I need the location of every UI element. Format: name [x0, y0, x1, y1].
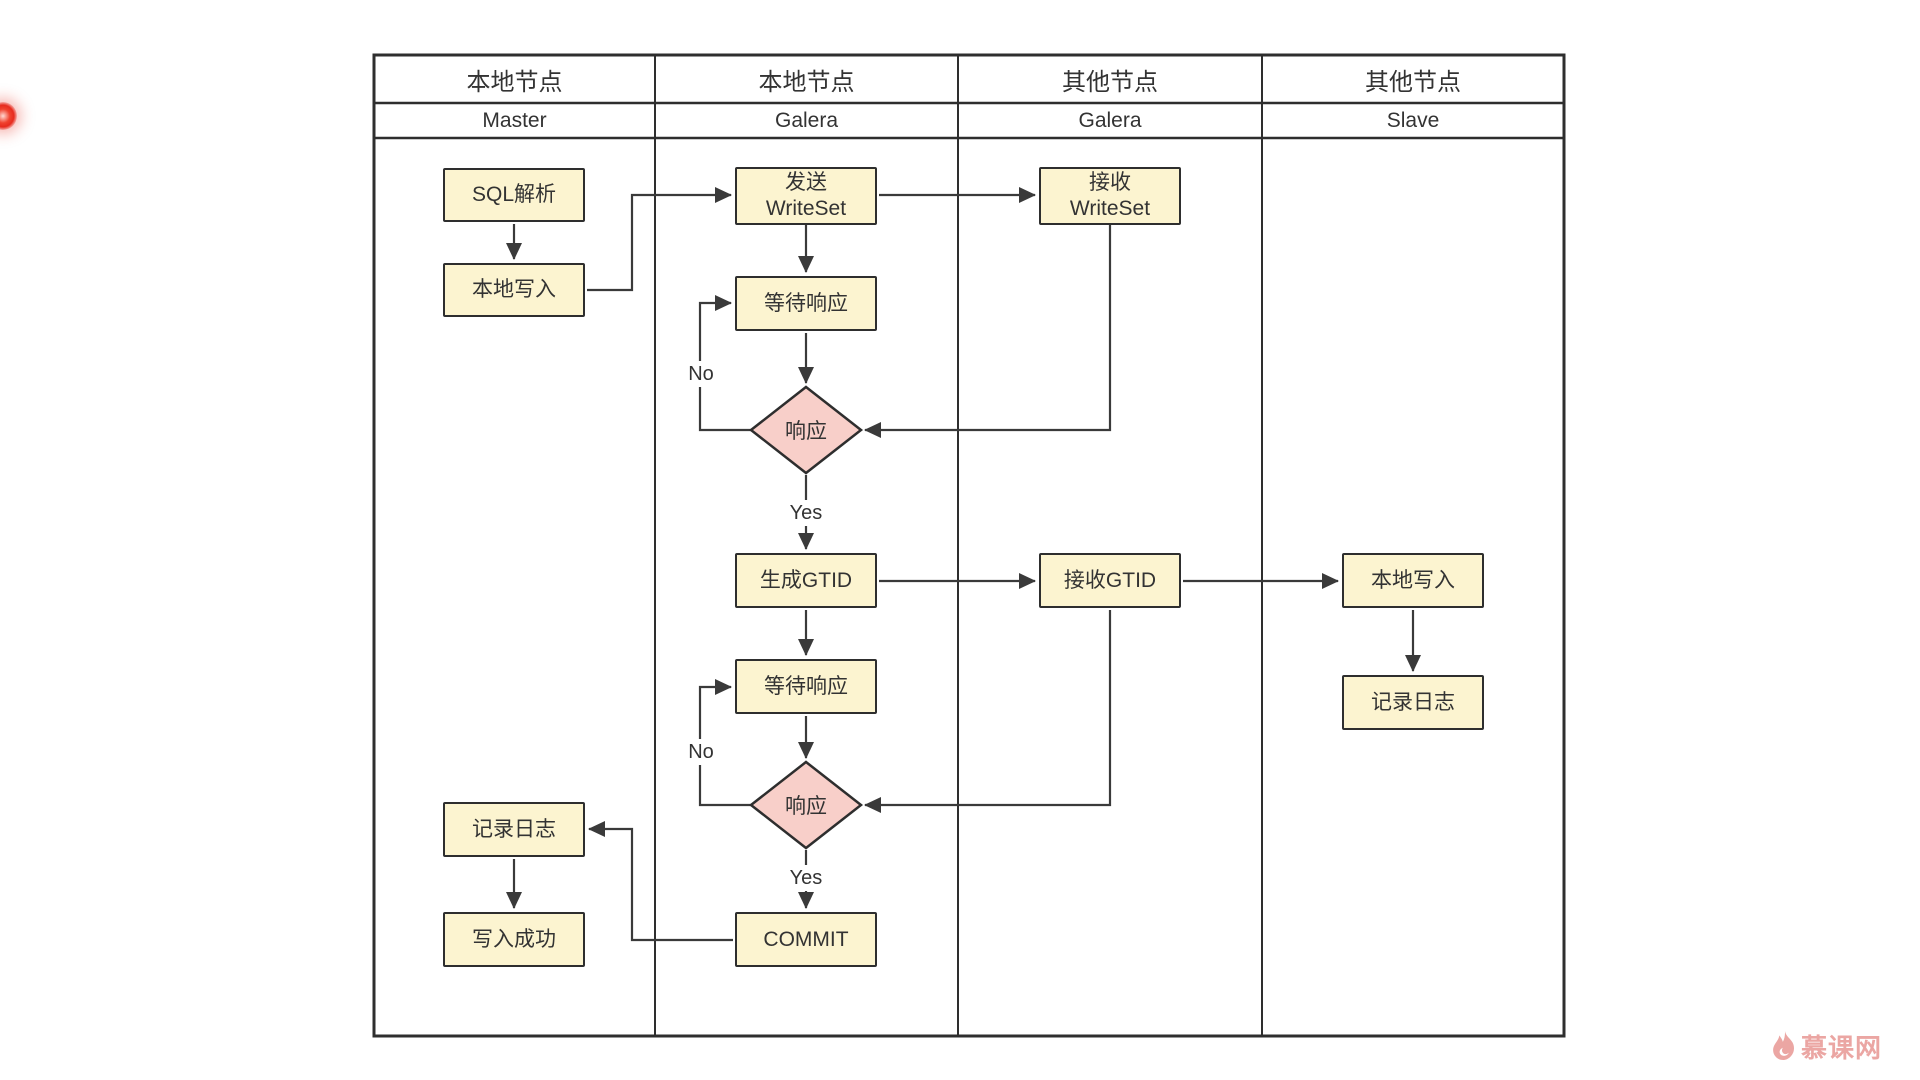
flame-icon	[1773, 1030, 1794, 1060]
watermark-text: 慕课网	[1801, 1032, 1883, 1063]
node-commit: COMMIT	[735, 912, 877, 967]
red-alert-dot	[0, 102, 17, 130]
watermark: 慕课网	[1770, 1028, 1882, 1064]
lane-name-galera-other: Galera	[1078, 108, 1142, 132]
node-local-write-master: 本地写入	[443, 263, 585, 317]
decision-shapes	[748, 385, 864, 850]
edge-localwrite-to-sendwriteset	[587, 187, 732, 292]
swimlane-grid	[372, 53, 1566, 1038]
lane-name-galera-local: Galera	[774, 108, 839, 132]
node-log-master: 记录日志	[443, 802, 585, 857]
lane-group-header-1: 本地节点	[466, 68, 563, 96]
decision-response-2-shape	[748, 760, 864, 850]
node-send-writeset: 发送 WriteSet	[735, 167, 877, 225]
edge-recvgtid-to-response2	[864, 610, 1112, 813]
node-recv-writeset: 接收 WriteSet	[1039, 167, 1181, 225]
node-write-success: 写入成功	[443, 912, 585, 967]
connectors	[506, 187, 1421, 942]
node-sql-parse: SQL解析	[443, 168, 585, 222]
lane-name-master: Master	[482, 108, 547, 132]
edge-label-yes-1: Yes	[784, 500, 828, 526]
node-response-2-label: 响应	[785, 795, 827, 818]
edge-label-yes-2: Yes	[784, 865, 828, 891]
node-wait-response-2: 等待响应	[735, 659, 877, 714]
lane-name-slave: Slave	[1386, 108, 1440, 132]
decision-response-1-shape	[748, 385, 864, 475]
node-response-1-label: 响应	[785, 420, 827, 443]
edge-commit-to-log-master	[588, 821, 733, 942]
node-wait-response-1: 等待响应	[735, 276, 877, 331]
edge-label-no-1: No	[679, 361, 723, 387]
node-gen-gtid: 生成GTID	[735, 553, 877, 608]
node-recv-gtid: 接收GTID	[1039, 553, 1181, 608]
lane-group-header-3: 其他节点	[1062, 68, 1158, 96]
lane-group-header-2: 本地节点	[758, 68, 855, 96]
node-local-write-slave: 本地写入	[1342, 553, 1484, 608]
edge-label-no-2: No	[679, 739, 723, 765]
lane-group-header-4: 其他节点	[1365, 68, 1461, 96]
node-log-slave: 记录日志	[1342, 675, 1484, 730]
edge-recvwriteset-to-response1	[864, 225, 1112, 438]
table-outer-border	[372, 53, 1566, 1038]
